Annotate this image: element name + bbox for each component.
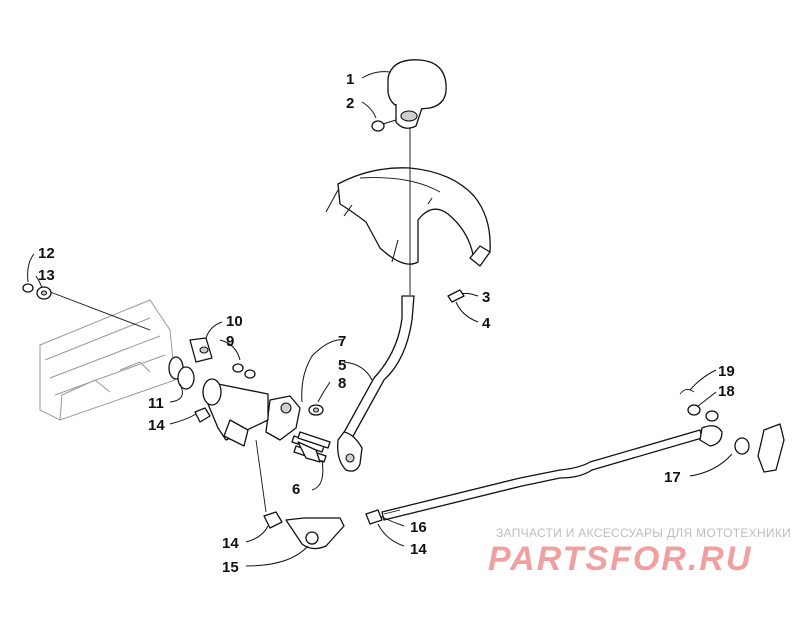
bolt-10 (189, 337, 213, 363)
rod-end-17 (699, 423, 785, 473)
chassis-frame (39, 289, 176, 421)
leader-lines (27, 71, 733, 567)
washer-8 (308, 404, 324, 416)
callout-11: 11 (148, 395, 164, 412)
pivot-shaft (202, 378, 269, 447)
callout-labels: 1 2 3 4 5 6 7 8 9 10 11 12 13 14 14 14 1… (38, 71, 735, 576)
callout-14-right: 14 (410, 541, 427, 558)
nut-14-right (365, 509, 383, 525)
watermark-caption: ЗАПЧАСТИ И АКСЕССУАРЫ ДЛЯ МОТОТЕХНИКИ (496, 526, 792, 540)
assembly-line-rod (255, 439, 267, 513)
callout-9: 9 (226, 333, 234, 350)
callout-7: 7 (338, 333, 346, 350)
knob-screw (371, 119, 397, 132)
nut-14-lower (263, 511, 283, 529)
callout-14-left: 14 (148, 417, 165, 434)
oring-11 (168, 356, 195, 390)
callout-14-lower: 14 (222, 535, 239, 552)
callout-1: 1 (346, 71, 354, 88)
callout-2: 2 (346, 95, 354, 112)
shift-knob (387, 59, 447, 129)
callout-8: 8 (338, 375, 346, 392)
callout-5: 5 (338, 357, 346, 374)
callout-10: 10 (226, 313, 243, 330)
bushing (447, 289, 465, 303)
callout-13: 13 (38, 267, 55, 284)
callout-3: 3 (482, 289, 490, 306)
callout-12: 12 (38, 245, 55, 262)
spring (291, 431, 331, 463)
shift-lever (337, 295, 415, 472)
shift-rod-16 (381, 429, 703, 521)
bolt-12 (22, 283, 34, 293)
washer-18 (687, 404, 719, 422)
watermark-logo: PARTSFOR.RU (488, 540, 753, 578)
callout-17: 17 (664, 469, 681, 486)
callout-6: 6 (292, 481, 300, 498)
callout-15: 15 (222, 559, 239, 576)
washer-9 (232, 363, 256, 379)
pivot-bracket (265, 395, 301, 441)
clip-19 (679, 389, 695, 395)
callout-4: 4 (482, 315, 491, 332)
callout-18: 18 (718, 383, 735, 400)
shift-gate-cover (325, 167, 491, 267)
callout-16: 16 (410, 519, 427, 536)
nut-14-left (194, 407, 211, 423)
washer-13 (36, 286, 52, 300)
callout-19: 19 (718, 363, 735, 380)
rod-end-15 (285, 517, 345, 550)
